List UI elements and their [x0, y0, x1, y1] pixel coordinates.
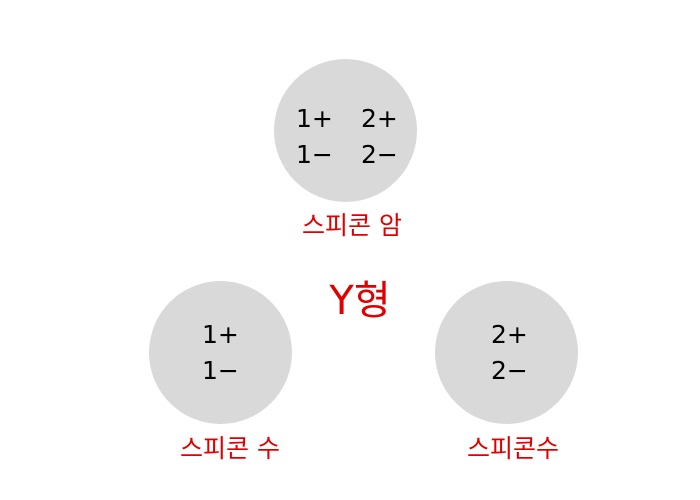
- connector-male-2-label: 스피콘수: [466, 434, 560, 463]
- pin-2-plus: 2+: [491, 320, 528, 349]
- pin-2-minus: 2−: [491, 356, 528, 385]
- pin-1-minus: 1−: [202, 356, 239, 385]
- connector-female-label: 스피콘 암: [302, 211, 402, 240]
- connector-male-2-circle: [435, 281, 578, 424]
- connector-male-1-circle: [149, 281, 292, 424]
- connector-male-1-label: 스피콘 수: [180, 434, 280, 463]
- diagram-title: Y형: [329, 278, 391, 324]
- pin-2-plus: 2+: [361, 104, 398, 133]
- connector-female-circle: [274, 59, 417, 202]
- pin-1-plus: 1+: [296, 104, 333, 133]
- pin-1-minus: 1−: [296, 140, 333, 169]
- pin-1-plus: 1+: [202, 320, 239, 349]
- pin-2-minus: 2−: [361, 140, 398, 169]
